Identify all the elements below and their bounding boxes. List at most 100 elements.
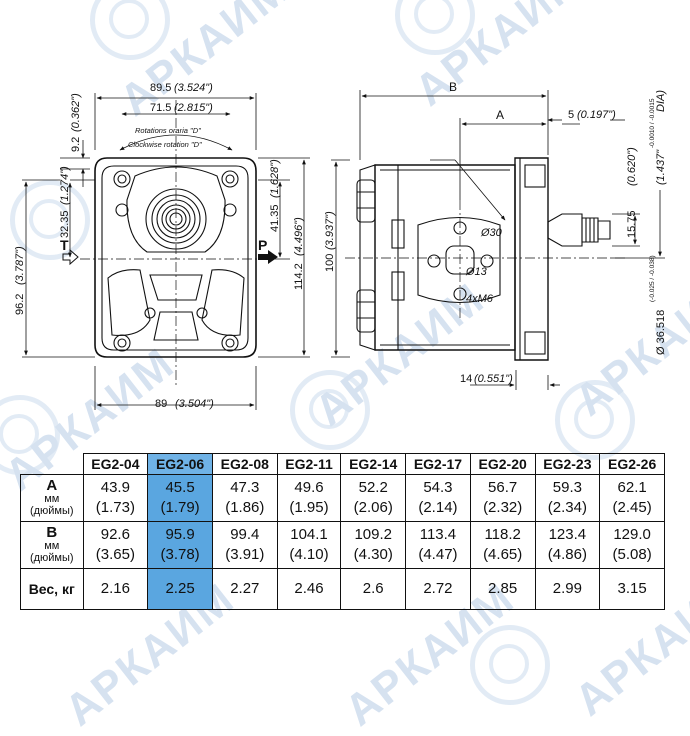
cell-mm: 95.9 [165, 526, 195, 543]
cell-mm: 52.2 [358, 479, 388, 496]
dim-32-35-in: (1.274") [59, 166, 71, 205]
cell-inch: (1.95) [289, 499, 329, 516]
dim-96-2: 96.2 [14, 294, 26, 315]
dim-14-in: (0.551") [474, 373, 513, 385]
dim-bottom-in: (3.504") [175, 398, 214, 410]
port-t-label: T [60, 237, 69, 253]
cell-inch: (3.78) [160, 546, 200, 563]
cell-inch: (2.45) [612, 499, 652, 516]
cell-inch: (2.32) [483, 499, 523, 516]
table-cell: 113.4(4.47) [405, 521, 471, 569]
row-label: B [46, 524, 58, 541]
col-header: EG2-26 [599, 453, 665, 475]
dim-0-620: (0.620") [626, 147, 638, 186]
table-cell: 2.72 [405, 568, 471, 610]
cell-mm: 56.7 [488, 479, 518, 496]
dim-41-35: 41.35 [269, 204, 281, 232]
table-cell: 129.0(5.08) [599, 521, 665, 569]
table-cell: 99.4 (3.91) [211, 521, 278, 569]
table-cell-highlighted: 2.25 [147, 568, 213, 610]
port-t-arrow-icon [62, 248, 79, 266]
cell-mm: 54.3 [423, 479, 453, 496]
table-cell: 104.1 (4.10) [276, 521, 342, 569]
dim-114-2: 114.2 [293, 263, 305, 290]
table-cell-highlighted: 95.9 (3.78) [147, 521, 213, 569]
table-cell: 2.16 [82, 568, 149, 610]
table-cell: 47.3 (1.86) [211, 474, 278, 522]
row-unit: мм [44, 493, 60, 505]
dim-dia: (1.437" [655, 149, 667, 185]
table-cell: 62.1 (2.45) [599, 474, 665, 522]
cell-mm: 43.9 [100, 479, 130, 496]
cell-mm: 109.2 [354, 526, 392, 543]
row-unit: мм [44, 540, 60, 552]
dim-top-inner: 71.5 [150, 102, 171, 114]
table-cell: 109.2 (4.30) [340, 521, 407, 569]
dim-100: 100 [324, 254, 336, 272]
watermark-logo [470, 625, 550, 705]
cell-inch: (5.08) [612, 546, 652, 563]
cell-inch: (2.14) [418, 499, 458, 516]
table-cell: 52.2 (2.06) [340, 474, 407, 522]
watermark-logo [290, 370, 370, 450]
cell-inch: (4.10) [289, 546, 329, 563]
cell-inch: (1.73) [95, 499, 135, 516]
col-header: EG2-14 [340, 453, 407, 475]
dim-9-2: 9.2 [70, 137, 82, 152]
dim-top-inner-in: (2.815") [174, 102, 213, 114]
dim-32-35: 32.35 [59, 210, 71, 238]
cell-inch: (1.86) [225, 499, 265, 516]
table-cell: 92.6(3.65) [82, 521, 149, 569]
cell-mm: 99.4 [230, 526, 260, 543]
side-view [345, 157, 625, 361]
port-p-label: P [258, 237, 267, 253]
table-cell-highlighted: 45.5(1.79) [147, 474, 213, 522]
row-unit-alt: (дюймы) [29, 552, 74, 564]
col-header: EG2-11 [276, 453, 342, 475]
cell-inch: (4.30) [353, 546, 393, 563]
col-header: EG2-08 [211, 453, 278, 475]
table-cell: 2.6 [340, 568, 407, 610]
watermark-logo [0, 395, 60, 475]
row-unit-alt: (дюймы) [29, 505, 74, 517]
cell-mm: 49.6 [294, 479, 324, 496]
col-header: EG2-20 [469, 453, 536, 475]
cell-mm: 62.1 [617, 479, 647, 496]
cell-mm: 47.3 [230, 479, 260, 496]
cell-mm: 123.4 [548, 526, 587, 543]
table-corner [21, 454, 84, 475]
dim-36-518: Ø 36.518 [655, 310, 667, 355]
col-header: EG2-04 [82, 453, 149, 475]
dim-bottom: 89 [155, 398, 167, 410]
table-cell: 2.27 [211, 568, 278, 610]
dim-14: 14 [460, 373, 472, 385]
technical-drawing: T P 89.5 (3.524") 71.5 (2.815") Rotation… [14, 80, 667, 410]
watermark-logo [90, 0, 170, 60]
dim-15-75: 15.75 [626, 210, 638, 238]
watermark-logo [395, 0, 475, 55]
dim-114-2-in: (4.496") [293, 217, 305, 256]
label-d30: Ø30 [480, 227, 503, 239]
cell-inch: (3.65) [95, 546, 135, 563]
dim-100-in: (3.937") [324, 211, 336, 250]
spec-table: EG2-04 EG2-06 EG2-08 EG2-11 EG2-14 EG2-1… [20, 453, 665, 610]
table-cell: 56.7 (2.32) [469, 474, 536, 522]
dim-dia-tol: -0.0010 / -0.0015 [649, 98, 656, 148]
dim-5-in: (0.197") [577, 109, 616, 121]
cell-inch: (2.06) [353, 499, 393, 516]
rotation-ccw: Rotations oraria "D" [135, 126, 201, 135]
front-view [80, 100, 270, 385]
table-cell: 2.46 [276, 568, 342, 610]
dim-top-outer-in: (3.524") [174, 82, 213, 94]
row-label: A [46, 477, 58, 494]
row-header-weight: Вес, кг [20, 568, 84, 610]
table-cell: 59.3(2.34) [534, 474, 601, 522]
watermark-logo [10, 180, 90, 260]
cell-inch: (3.91) [225, 546, 265, 563]
table-cell: 2.85 [469, 568, 536, 610]
dim-36-518-tol: (-0.025 / -0.038) [649, 255, 656, 302]
cell-mm: 104.1 [290, 526, 328, 543]
